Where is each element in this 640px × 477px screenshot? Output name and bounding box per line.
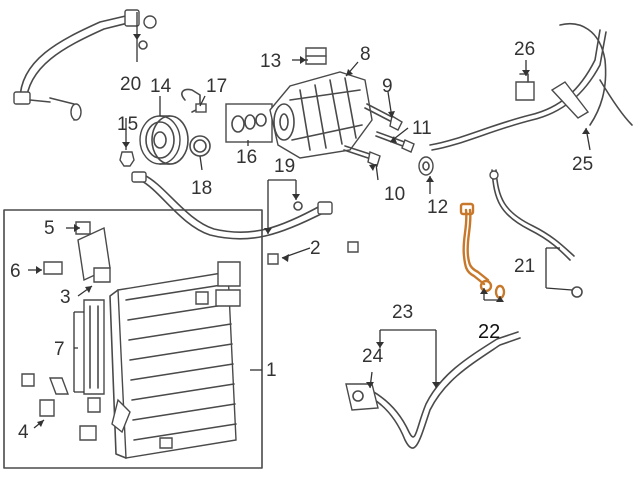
line-23 — [359, 331, 521, 449]
callout-14: 14 — [150, 76, 172, 97]
nut-12 — [418, 156, 434, 176]
arrowheads — [36, 34, 590, 427]
callout-16: 16 — [236, 147, 257, 168]
seal-kit-16 — [225, 103, 273, 143]
callout-18: 18 — [191, 178, 212, 199]
callout-11: 11 — [412, 118, 432, 139]
callout-13: 13 — [260, 51, 281, 72]
callout-22: 22 — [478, 321, 500, 343]
callout-17: 17 — [206, 76, 227, 97]
callout-19: 19 — [274, 156, 295, 177]
expansion-valve-24 — [345, 383, 379, 411]
bolt-15 — [119, 151, 135, 167]
bracket-13 — [305, 47, 327, 65]
callout-20: 20 — [120, 74, 141, 95]
hose-25 — [429, 23, 633, 151]
snap-ring-18 — [189, 135, 211, 157]
suction-hose-19 — [131, 171, 333, 240]
callout-15: 15 — [117, 114, 138, 135]
callout-6: 6 — [10, 261, 21, 282]
liquid-line-22 — [459, 202, 506, 300]
callout-labels: 20 15 14 17 18 16 13 8 9 11 10 12 19 2 5… — [10, 39, 593, 443]
bolt-2 — [267, 241, 359, 265]
callout-12: 12 — [427, 197, 448, 218]
callout-7: 7 — [54, 339, 65, 360]
bracket-26 — [515, 73, 535, 101]
compressor-8 — [269, 71, 373, 159]
bolt-10 — [343, 145, 381, 167]
discharge-hose-20 — [13, 9, 157, 121]
callout-8: 8 — [360, 44, 371, 65]
callout-26: 26 — [514, 39, 535, 60]
callout-10: 10 — [384, 184, 405, 205]
condenser-group — [3, 209, 263, 469]
callout-5: 5 — [44, 218, 55, 239]
callout-9: 9 — [382, 76, 393, 97]
callout-2: 2 — [310, 238, 321, 259]
callout-24: 24 — [362, 346, 384, 367]
callout-23: 23 — [392, 302, 413, 323]
clutch-pulley-14 — [139, 115, 189, 165]
callout-1: 1 — [266, 360, 277, 381]
bolt-9 — [364, 103, 403, 131]
line-21 — [489, 169, 583, 298]
callout-21: 21 — [514, 256, 535, 277]
callout-25: 25 — [572, 154, 593, 175]
callout-3: 3 — [60, 287, 71, 308]
callout-4: 4 — [18, 422, 29, 443]
